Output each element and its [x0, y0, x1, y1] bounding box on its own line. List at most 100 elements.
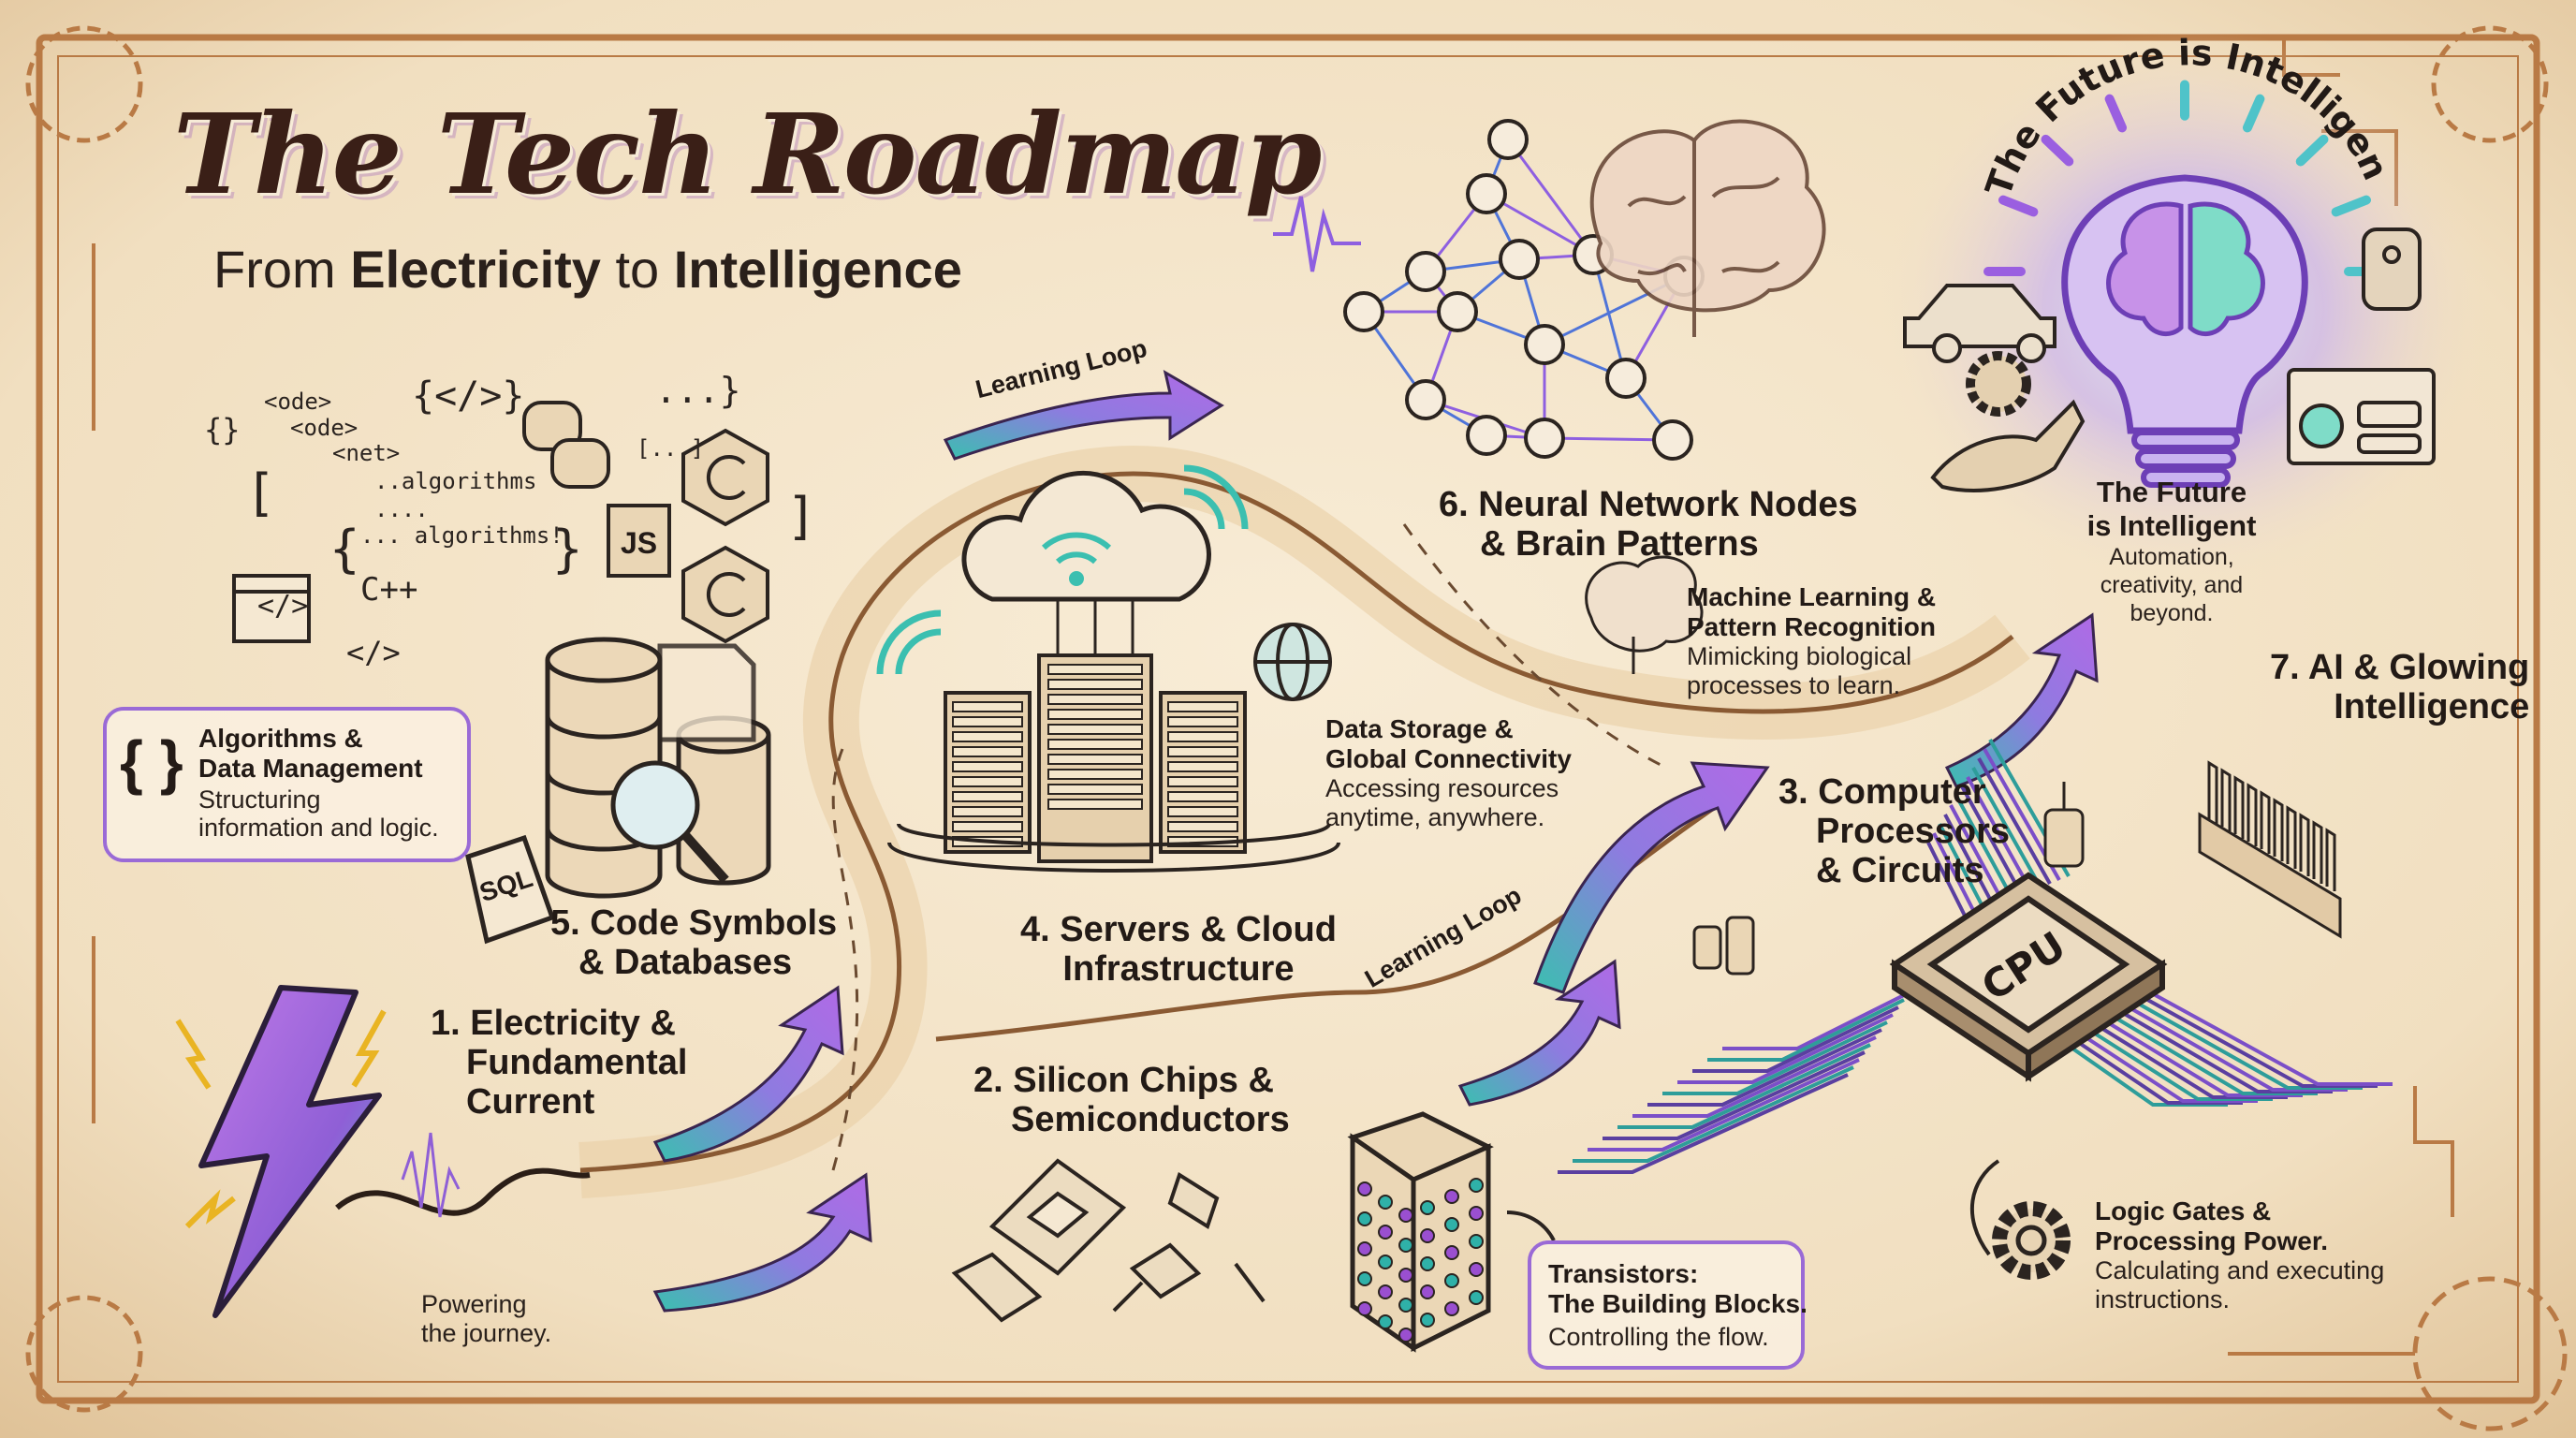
server-slot — [1047, 739, 1143, 750]
transistor-dot — [1420, 1256, 1435, 1271]
arrow-learning-loop — [943, 369, 1224, 461]
server-slot — [1167, 806, 1238, 817]
server-slot — [952, 761, 1023, 772]
c-icon — [681, 428, 769, 527]
current-wave — [335, 1167, 591, 1216]
braces-icon: { } — [120, 728, 183, 796]
server-slot — [1047, 694, 1143, 705]
smart-speaker-icon — [2362, 227, 2422, 311]
network-node — [1652, 419, 1693, 461]
transistor-dot — [1469, 1234, 1484, 1249]
algorithms-callout: { } Algorithms & Data Management Structu… — [103, 707, 471, 862]
code-fragment: <ode> — [264, 389, 332, 415]
transistor-dot — [1469, 1290, 1484, 1305]
transistor-dot — [1357, 1211, 1372, 1226]
callout-title: Algorithms & — [198, 724, 363, 753]
code-window-icon — [232, 574, 311, 643]
circuit-trace — [1692, 1005, 1899, 1073]
logic-gates-note: Logic Gates & Processing Power. Calculat… — [2095, 1196, 2384, 1314]
note-body: instructions. — [2095, 1285, 2231, 1313]
transistor-dot — [1444, 1189, 1459, 1204]
python-icon — [522, 401, 610, 489]
circuit-trace — [1971, 767, 2042, 888]
subtitle-strong: Intelligence — [673, 240, 962, 299]
light-ray — [1998, 195, 2039, 217]
stage-4-label: 4. Servers & Cloud Infrastructure — [1020, 910, 1337, 989]
cpp-icon — [681, 545, 769, 644]
transistor-dot — [1420, 1284, 1435, 1299]
circuit-traces — [1558, 739, 2393, 1174]
note-body: creativity, and — [2100, 572, 2244, 598]
transistor-dot — [1398, 1328, 1413, 1343]
lightning-icon — [175, 985, 591, 1318]
server-slot — [1167, 821, 1238, 832]
transistor-dot — [1444, 1245, 1459, 1260]
light-ray — [2041, 134, 2074, 167]
js-badge: JS — [621, 526, 658, 560]
note-title: Logic Gates & — [2095, 1196, 2272, 1225]
server-slot — [1047, 754, 1143, 765]
note-body: beyond. — [2130, 600, 2214, 626]
subtitle-part: to — [600, 240, 674, 299]
circuit-trace — [1603, 1050, 1866, 1140]
pointer-arrow — [1969, 1159, 2000, 1256]
transistor-dot — [1378, 1314, 1393, 1329]
code-fragment: {</>} — [412, 374, 525, 418]
server-slot — [952, 776, 1023, 787]
light-ray — [2331, 195, 2372, 217]
stage-label-line: 4. Servers & Cloud — [1020, 910, 1337, 949]
server-slot — [1047, 679, 1143, 690]
network-node — [1405, 251, 1446, 292]
transistor-cube-icon — [1347, 1111, 1494, 1353]
server-slot — [1167, 791, 1238, 802]
machine-learning-note: Machine Learning & Pattern Recognition M… — [1687, 582, 1936, 700]
code-fragment: </> — [346, 635, 401, 670]
server-slot — [1167, 761, 1238, 772]
code-fragment: .... — [374, 496, 429, 522]
wifi-icon — [1041, 532, 1112, 586]
code-fragment: } — [552, 520, 583, 579]
stage-label-line: Intelligence — [2334, 687, 2530, 726]
brain-icon — [1589, 119, 1826, 337]
transistor-dot — [1398, 1238, 1413, 1253]
note-body: Automation, — [2109, 544, 2234, 570]
server-slot — [1047, 709, 1143, 720]
circuit-trace — [1932, 832, 1977, 915]
stage-6-label: 6. Neural Network Nodes & Brain Patterns — [1439, 485, 1858, 564]
note-body: Accessing resources — [1325, 774, 1559, 802]
server-slot — [952, 746, 1023, 757]
transistor-dot — [1378, 1195, 1393, 1210]
stage-label-line: 3. Computer — [1778, 772, 1986, 812]
network-node — [1499, 239, 1540, 280]
stage-label-line: Processors — [1816, 812, 2011, 851]
subtitle-part: From — [213, 240, 351, 299]
code-fragment: ] — [786, 487, 817, 546]
code-icons — [232, 401, 769, 644]
server-slot — [1047, 769, 1143, 780]
stage-label-line: Infrastructure — [1062, 949, 1295, 989]
database-icon — [465, 637, 771, 945]
stage-3-label: 3. Computer Processors & Circuits — [1778, 772, 2010, 890]
note-line: Powering — [421, 1290, 527, 1318]
stage-label-line: 5. Code Symbols — [550, 903, 838, 943]
transistor-dot — [1378, 1225, 1393, 1240]
server-rack-icon — [887, 599, 1340, 873]
transistor-dot — [1398, 1268, 1413, 1283]
server-slot — [1167, 716, 1238, 727]
stage-label-line: & Circuits — [1816, 851, 1984, 890]
code-fragment: ..algorithms — [374, 468, 537, 494]
arrow-processors — [1533, 761, 1770, 994]
server-slot — [952, 731, 1023, 742]
circuit-trace — [1943, 814, 1996, 907]
network-node — [1466, 173, 1507, 214]
circuit-trace — [1926, 842, 1968, 918]
stage-label-line: & Databases — [578, 943, 793, 982]
code-fragment: </> — [257, 590, 309, 623]
note-title: Processing Power. — [2095, 1226, 2328, 1255]
note-title: Machine Learning & — [1687, 582, 1937, 611]
circuit-trace — [1588, 1058, 1860, 1152]
network-node — [1437, 291, 1478, 332]
brain-icon — [1585, 555, 1704, 674]
chat-window-icon — [2287, 368, 2436, 465]
code-fragment: { — [329, 520, 360, 579]
